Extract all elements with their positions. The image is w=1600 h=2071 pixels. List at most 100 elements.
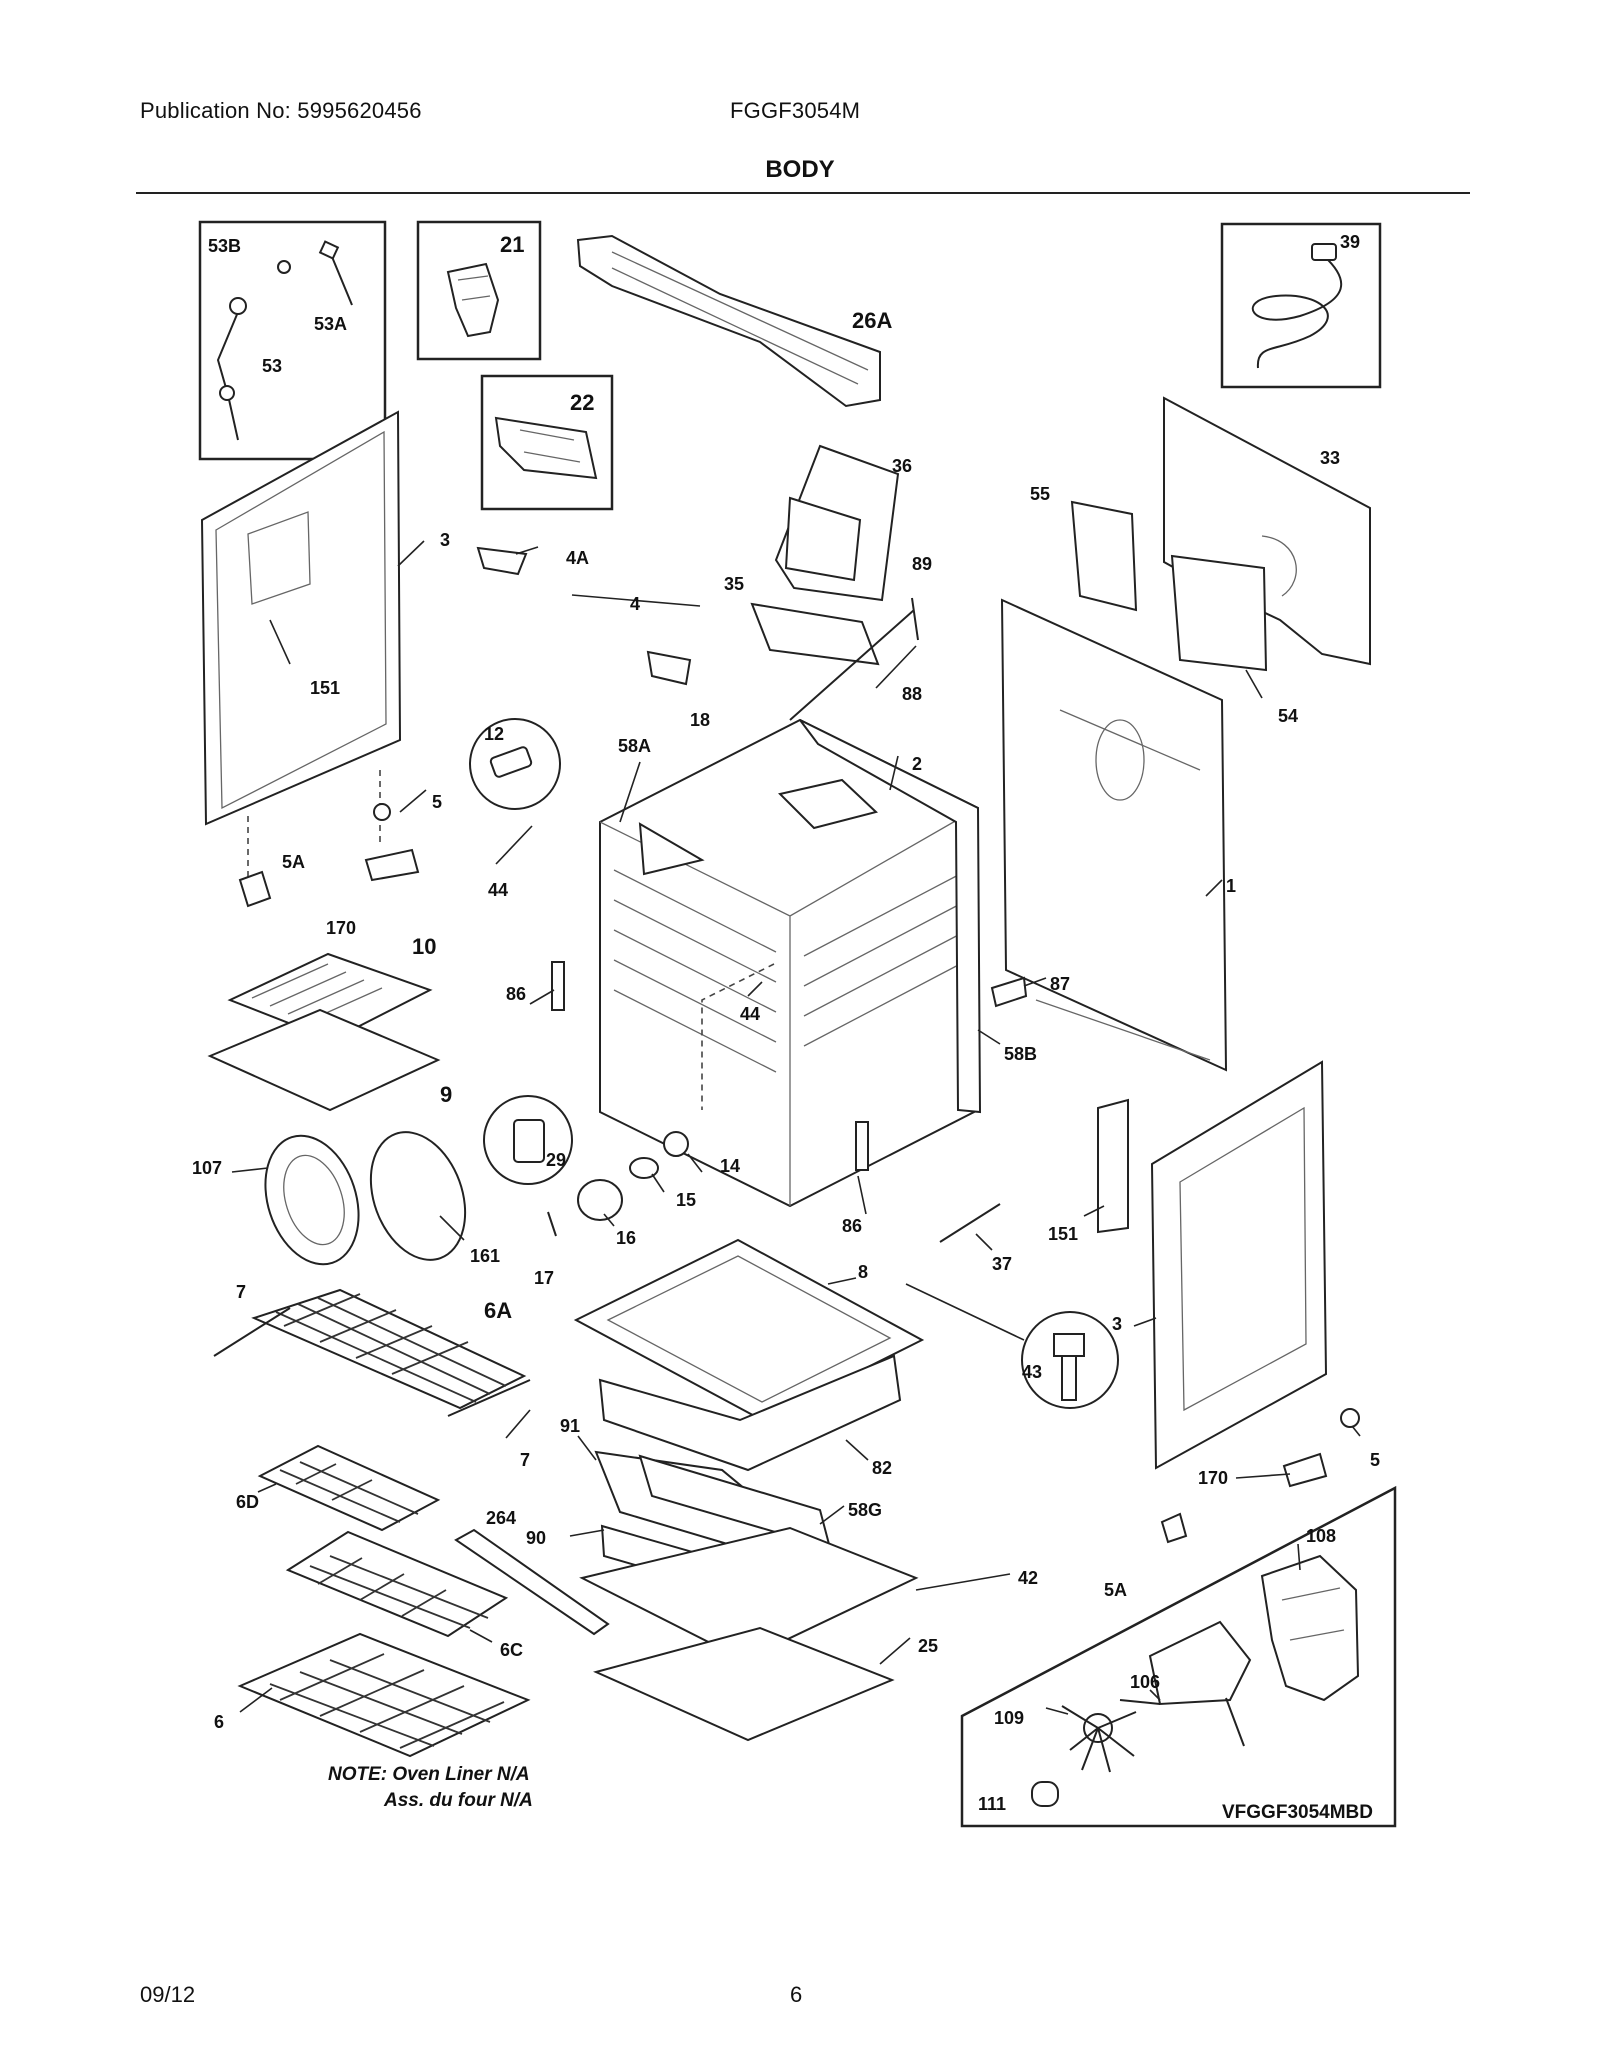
callout-55: 55 xyxy=(1030,484,1050,504)
callout-16: 16 xyxy=(616,1228,636,1248)
part-2-vent xyxy=(778,778,879,830)
callout-6: 6 xyxy=(214,1712,224,1732)
callout-35: 35 xyxy=(724,574,744,594)
callout-170-left: 170 xyxy=(326,918,356,938)
callout-18: 18 xyxy=(690,710,710,730)
callout-5-left: 5 xyxy=(432,792,442,812)
callout-82: 82 xyxy=(872,1458,892,1478)
callout-12: 12 xyxy=(484,724,504,744)
callout-26A: 26A xyxy=(852,308,892,333)
footer-date: 09/12 xyxy=(140,1982,196,2007)
part-55-cover xyxy=(1070,500,1138,612)
callout-264: 264 xyxy=(486,1508,516,1528)
callout-5A-right: 5A xyxy=(1104,1580,1127,1600)
callout-29: 29 xyxy=(546,1150,566,1170)
part-29-14-15-16-17-light xyxy=(483,1095,689,1237)
part-42-floor xyxy=(579,1526,919,1662)
callout-53B: 53B xyxy=(208,236,241,256)
callout-43: 43 xyxy=(1022,1362,1042,1382)
callout-53A: 53A xyxy=(314,314,347,334)
callout-4: 4 xyxy=(630,594,640,614)
inset-21-bracket xyxy=(416,220,542,361)
page-title: BODY xyxy=(765,156,835,183)
callout-108: 108 xyxy=(1306,1526,1336,1546)
callout-58B: 58B xyxy=(1004,1044,1037,1064)
callout-151-right: 151 xyxy=(1048,1224,1078,1244)
callout-109: 109 xyxy=(994,1708,1024,1728)
callout-6A: 6A xyxy=(484,1298,512,1323)
part-82-baffle xyxy=(598,1354,902,1472)
part-86-44-87-small xyxy=(551,961,1028,1171)
part-58B-insulation xyxy=(638,719,982,1114)
note-oven-liner: NOTE: Oven Liner N/A xyxy=(328,1764,530,1785)
part-36-flue xyxy=(774,444,900,602)
callout-54: 54 xyxy=(1278,706,1298,726)
callout-17: 17 xyxy=(534,1268,554,1288)
part-89-88-tube xyxy=(789,597,919,721)
callout-25: 25 xyxy=(918,1636,938,1656)
callout-4A: 4A xyxy=(566,548,589,568)
inset-fan-motor xyxy=(960,1485,1397,1828)
callout-87: 87 xyxy=(1050,974,1070,994)
callout-53: 53 xyxy=(262,356,282,376)
part-5-5A-170-hinges-left xyxy=(238,770,420,908)
callout-106: 106 xyxy=(1130,1672,1160,1692)
callout-37: 37 xyxy=(992,1254,1012,1274)
callout-6C: 6C xyxy=(500,1640,523,1660)
callout-6D: 6D xyxy=(236,1492,259,1512)
part-6A-rack xyxy=(251,1288,527,1410)
inset-22-bracket xyxy=(480,374,614,511)
callout-44-top: 44 xyxy=(488,880,508,900)
part-5-170-5A-hinges-right xyxy=(1160,1408,1360,1544)
part-3-side-panel-left xyxy=(200,410,402,826)
callout-58G: 58G xyxy=(848,1500,882,1520)
part-12-thermostat xyxy=(469,718,561,810)
leader-lines xyxy=(231,540,1361,1715)
callout-7-top: 7 xyxy=(236,1282,246,1302)
callout-111: 111 xyxy=(978,1794,1006,1814)
part-6C-rack xyxy=(285,1530,509,1638)
callout-3-right: 3 xyxy=(1112,1314,1122,1334)
part-35-gasket xyxy=(750,602,880,666)
drawing-code: VFGGF3054MBD xyxy=(1222,1802,1373,1823)
callout-5-right: 5 xyxy=(1370,1450,1380,1470)
callout-15: 15 xyxy=(676,1190,696,1210)
part-43-bolt xyxy=(905,1283,1119,1409)
callout-33: 33 xyxy=(1320,448,1340,468)
part-7-rack-slides xyxy=(213,1307,531,1417)
callout-44-mid: 44 xyxy=(740,1004,760,1024)
callout-labels: 53B 53A 53 21 22 26A 39 33 36 55 3 4A 35… xyxy=(192,232,1380,1814)
callout-5A-left: 5A xyxy=(282,852,305,872)
callout-58A: 58A xyxy=(618,736,651,756)
callout-170-right: 170 xyxy=(1198,1468,1228,1488)
callout-161: 161 xyxy=(470,1246,500,1266)
callout-107: 107 xyxy=(192,1158,222,1178)
part-3-side-panel-right xyxy=(1150,1060,1328,1470)
part-8-oven-bottom xyxy=(573,1238,925,1422)
callout-151-left: 151 xyxy=(310,678,340,698)
callout-10: 10 xyxy=(412,934,436,959)
callout-14: 14 xyxy=(720,1156,740,1176)
callout-2: 2 xyxy=(912,754,922,774)
inset-53-probe xyxy=(198,220,387,461)
part-33-rear-panel xyxy=(1163,396,1371,666)
part-151-bracket-right xyxy=(1097,1098,1129,1234)
inset-39-cord xyxy=(1220,222,1382,389)
callout-88: 88 xyxy=(902,684,922,704)
note-oven-liner-fr: Ass. du four N/A xyxy=(383,1790,533,1811)
callout-7-bottom: 7 xyxy=(520,1450,530,1470)
callout-86-left: 86 xyxy=(506,984,526,1004)
callout-8: 8 xyxy=(858,1262,868,1282)
part-10-9-broiler-pan xyxy=(207,952,441,1112)
callout-22: 22 xyxy=(570,390,594,415)
model-number: FGGF3054M xyxy=(730,98,861,123)
callout-36: 36 xyxy=(892,456,912,476)
part-1-rear-wall xyxy=(1000,598,1228,1072)
part-26A-brace xyxy=(576,234,881,408)
part-54-bracket xyxy=(1170,554,1268,672)
part-6-rack xyxy=(237,1632,531,1758)
callout-42: 42 xyxy=(1018,1568,1038,1588)
part-4A-4-brackets xyxy=(476,546,692,686)
part-161-ring xyxy=(369,1131,467,1261)
